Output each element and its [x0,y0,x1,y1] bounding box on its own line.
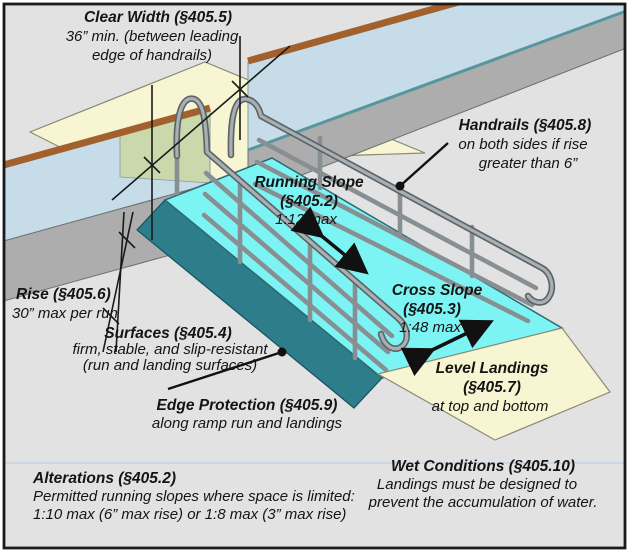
clear-width-dimension [111,36,291,240]
callout-title: Level Landings [436,360,549,377]
leader-line [399,142,449,187]
callout-text: prevent the accumulation of water. [368,494,598,511]
callout-rise: Rise (§405.6) 30” max per run [12,286,118,322]
callout-title: Rise (§405.6) [16,286,111,303]
dimension-line [111,45,291,201]
callout-text: 1:48 max [399,319,461,336]
callout-wet-conditions: Wet Conditions (§405.10) Landings must b… [368,458,598,511]
callout-title: Surfaces (§405.4) [104,325,232,342]
dimension-tick [231,80,249,98]
dimension-tick [102,307,120,325]
dimension-line [102,211,134,353]
handrail-top-rail [229,97,554,305]
callout-title: Running Slope [254,174,364,191]
callout-text: Permitted running slopes where space is … [33,488,355,505]
handrails-leader [395,142,449,191]
callout-title: Alterations (§405.2) [32,470,176,487]
callout-title: Edge Protection (§405.9) [157,397,338,414]
handrail-top-rail [175,97,409,351]
callout-title: (§405.7) [463,379,521,396]
callout-handrails: Handrails (§405.8) on both sides if rise… [458,117,591,172]
callout-text: 36” min. (between leading [66,28,239,45]
handrail-mid-rail [256,137,539,291]
callout-title: (§405.3) [403,301,461,318]
leader-dot [395,181,405,191]
left-deck-wood-cap [5,104,211,169]
callout-text: Landings must be designed to [377,476,577,493]
callout-text: (run and landing surfaces) [83,357,257,374]
dimension-tick [143,156,161,174]
callout-clear-width: Clear Width (§405.5) 36” min. (between l… [66,9,239,64]
callout-cross-slope: Cross Slope (§405.3) 1:48 max [392,282,483,336]
cross-slope-arrow [400,319,494,377]
right-deck-wood-cap [247,5,461,65]
callout-edge-protection: Edge Protection (§405.9) along ramp run … [152,397,343,432]
callout-title: Clear Width (§405.5) [84,9,232,26]
callout-text: on both sides if rise [458,136,587,153]
callout-title: Wet Conditions (§405.10) [391,458,575,475]
right-deck-surface [247,5,624,151]
right-deck-edge-strip [247,10,624,152]
callout-alterations: Alterations (§405.2) Permitted running s… [32,470,355,523]
leader-line [167,350,283,391]
callout-running-slope: Running Slope (§405.2) 1:12 max [254,174,364,228]
handrail-mid-rail [254,159,535,308]
callout-title: Handrails (§405.8) [459,117,592,134]
callout-text: 1:10 max (6” max rise) or 1:8 max (3” ma… [33,506,346,523]
callout-text: 30” max per run [12,305,118,322]
callout-text: firm, stable, and slip-resistant [72,341,268,358]
leader-dot [277,347,287,357]
rise-dimension [102,211,136,353]
handrail-bottom-rail [201,212,389,373]
callout-text: 1:12 max [275,211,337,228]
bottom-landing-surface [376,327,611,441]
dimension-tick [118,231,136,249]
edge-protection-leader [167,347,287,391]
callout-text: edge of handrails) [92,47,212,64]
callout-text: greater than 6” [479,155,578,172]
running-slope-arrow [290,206,369,275]
callout-surfaces: Surfaces (§405.4) firm, stable, and slip… [72,325,268,374]
callout-level-landings: Level Landings (§405.7) at top and botto… [432,360,549,415]
callout-text: along ramp run and landings [152,415,343,432]
callout-text: at top and bottom [432,398,549,415]
callout-title: (§405.2) [280,193,338,210]
callout-title: Cross Slope [392,282,483,299]
right-deck [247,5,624,197]
